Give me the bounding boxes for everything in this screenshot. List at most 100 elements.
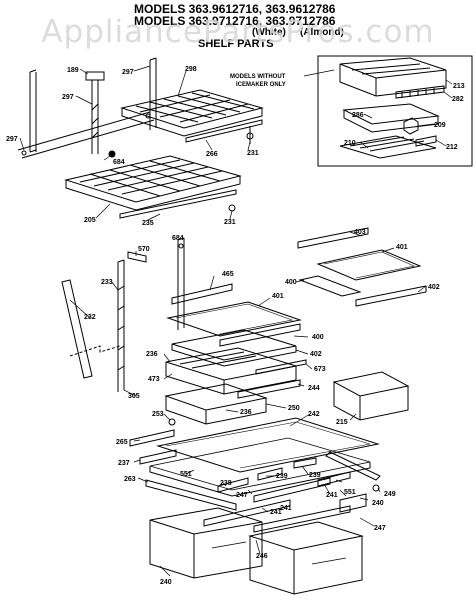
support-bracket-189 <box>85 71 105 154</box>
part-number-236a: 236 <box>146 351 158 358</box>
shelf-trim-400-center <box>219 323 301 347</box>
shelf-rail-235 <box>119 189 237 219</box>
rail-237 <box>139 449 177 465</box>
part-number-250: 250 <box>288 405 300 412</box>
callout-line2: ICEMAKER ONLY <box>236 82 286 88</box>
part-number-400b: 400 <box>312 334 324 341</box>
part-number-465: 465 <box>222 271 234 278</box>
wire-shelf-205 <box>64 155 242 211</box>
part-number-239b: 239 <box>309 472 321 479</box>
slide-rail-241 <box>253 471 351 503</box>
part-number-265: 265 <box>116 439 128 446</box>
header-color-white: (White) <box>252 27 286 38</box>
part-number-402b: 402 <box>310 351 322 358</box>
dashed-leader-232 <box>69 345 121 357</box>
leader-lines <box>19 65 453 577</box>
header-color-almond: (Almond) <box>300 27 344 38</box>
wire-shelf-298 <box>120 89 264 137</box>
slide-rail-241-lower <box>203 499 351 533</box>
part-number-244: 244 <box>308 385 320 392</box>
part-number-241b: 241 <box>270 509 282 516</box>
part-number-241a: 241 <box>326 492 338 499</box>
part-number-215: 215 <box>336 419 348 426</box>
frame-551 <box>149 437 371 497</box>
upright-rail-233 <box>117 259 125 392</box>
callout-line1: MODELS WITHOUT <box>230 74 286 80</box>
shelf-trim-403 <box>297 227 369 249</box>
part-number-253: 253 <box>152 411 164 418</box>
part-number-297b: 297 <box>62 94 74 101</box>
glass-shelf-401-center <box>166 301 302 337</box>
part-number-247b: 247 <box>374 525 386 532</box>
part-number-239a: 239 <box>276 473 288 480</box>
part-number-247a: 247 <box>236 492 248 499</box>
part-number-402a: 402 <box>428 284 440 291</box>
part-number-236b: 236 <box>240 409 252 416</box>
part-number-231b: 231 <box>224 219 236 226</box>
shelf-frame-402-right <box>355 285 427 307</box>
ice-part-209 <box>403 117 419 135</box>
left-cross-rail <box>17 111 155 159</box>
part-number-209: 209 <box>434 122 446 129</box>
part-number-233: 233 <box>101 279 113 286</box>
drawer-rail-244 <box>237 379 301 399</box>
part-number-570: 570 <box>138 246 150 253</box>
ice-bin-rack-282 <box>395 85 445 99</box>
part-number-240a: 240 <box>372 500 384 507</box>
part-number-205: 205 <box>84 217 96 224</box>
part-number-240b: 240 <box>160 579 172 586</box>
part-number-238: 238 <box>220 480 232 487</box>
part-number-242: 242 <box>308 411 320 418</box>
part-number-282: 282 <box>452 96 464 103</box>
ice-tray-286 <box>342 103 440 133</box>
part-number-551: 551 <box>180 471 192 478</box>
part-number-237: 237 <box>118 460 130 467</box>
part-number-286: 286 <box>352 112 364 119</box>
drawer-250 <box>164 383 268 425</box>
shelf-trim-400-right <box>298 275 362 297</box>
part-number-241c: 241 <box>280 505 292 512</box>
watermark: AppliancePartsPros.com <box>41 14 435 50</box>
glass-shelf-401-right <box>316 249 422 281</box>
shelf-rail-266 <box>185 119 263 143</box>
part-number-297c: 297 <box>6 136 18 143</box>
crisper-cover-242 <box>156 417 380 473</box>
part-number-684a: 684 <box>113 159 125 166</box>
ice-part-212 <box>415 135 437 147</box>
screw-684 <box>108 150 116 158</box>
part-number-673: 673 <box>314 366 326 373</box>
part-number-401b: 401 <box>272 293 284 300</box>
header-models-line1: MODELS 363.9612716, 363.9612786 <box>134 2 336 16</box>
rail-265 <box>129 429 175 447</box>
drawer-246-right <box>248 521 364 595</box>
part-number-297a: 297 <box>122 69 134 76</box>
part-number-473: 473 <box>148 376 160 383</box>
part-number-232: 232 <box>84 314 96 321</box>
frame-551-right <box>339 493 367 513</box>
part-253 <box>168 418 176 426</box>
part-number-403: 403 <box>354 229 366 236</box>
header-models-line2: MODELS 363.9712716, 363.9712786 <box>134 14 336 28</box>
clip-570 <box>127 251 147 263</box>
part-number-305: 305 <box>128 393 140 400</box>
part-number-551b: 551 <box>344 489 356 496</box>
upright-rail-center <box>177 237 185 330</box>
part-number-401a: 401 <box>396 244 408 251</box>
part-number-684b: 684 <box>172 235 184 242</box>
drawer-240-left <box>149 507 263 579</box>
ice-bin-213 <box>339 57 447 97</box>
rail-232 <box>61 279 93 379</box>
part-number-263: 263 <box>124 476 136 483</box>
part-number-266: 266 <box>206 151 218 158</box>
part-number-249: 249 <box>384 491 396 498</box>
part-number-212: 212 <box>446 144 458 151</box>
parts-238-239 <box>217 457 317 493</box>
part-number-210: 210 <box>344 140 356 147</box>
screw-231b <box>228 204 236 212</box>
drawer-236-upper <box>165 347 297 395</box>
part-number-246: 246 <box>256 553 268 560</box>
part-number-213: 213 <box>453 83 465 90</box>
